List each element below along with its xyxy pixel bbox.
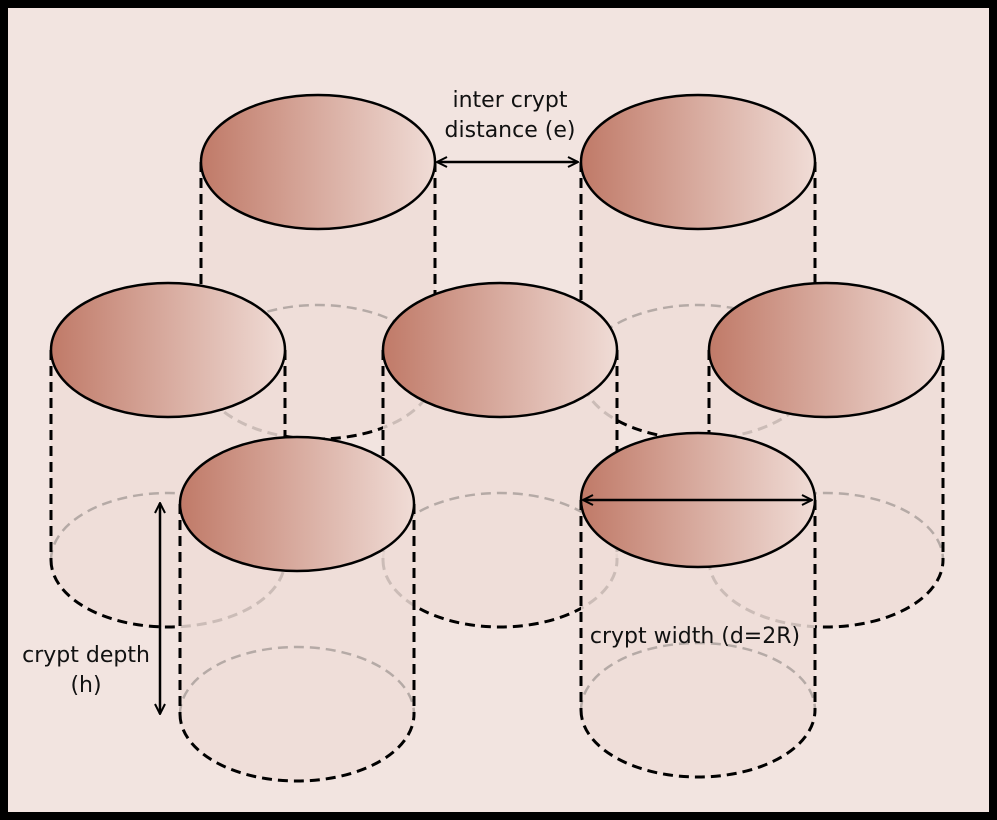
crypt-cylinder	[381, 281, 619, 629]
crypt-opening	[49, 281, 287, 419]
crypt-cylinder	[579, 431, 817, 779]
crypt-depth-label-line1: crypt depth	[22, 643, 150, 668]
crypt-depth-label-line2: (h)	[70, 673, 102, 698]
crypt-cylinder	[178, 435, 416, 783]
crypt-bottom-edge	[178, 713, 416, 783]
crypt-body	[581, 500, 815, 777]
crypt-body	[180, 504, 414, 781]
crypt-bottom-hidden-edge	[579, 641, 817, 711]
crypt-bottom-hidden-edge	[178, 645, 416, 715]
crypt-depth-label: crypt depth (h)	[8, 641, 164, 701]
inter-crypt-distance-label: inter crypt distance (e)	[420, 86, 600, 146]
crypt-width-label-text: crypt width (d=2R)	[589, 624, 801, 649]
crypt-opening	[199, 93, 437, 231]
crypt-width-label: crypt width (d=2R)	[572, 622, 818, 652]
crypt-opening	[579, 93, 817, 231]
crypt-opening	[707, 281, 945, 419]
crypt-opening	[178, 435, 416, 573]
crypt-body	[383, 350, 617, 627]
inter-crypt-distance-label-line1: inter crypt	[452, 88, 568, 113]
crypt-opening	[381, 281, 619, 419]
inter-crypt-distance-label-line2: distance (e)	[444, 118, 576, 143]
crypt-group	[49, 93, 945, 783]
crypt-bottom-edge	[579, 709, 817, 779]
